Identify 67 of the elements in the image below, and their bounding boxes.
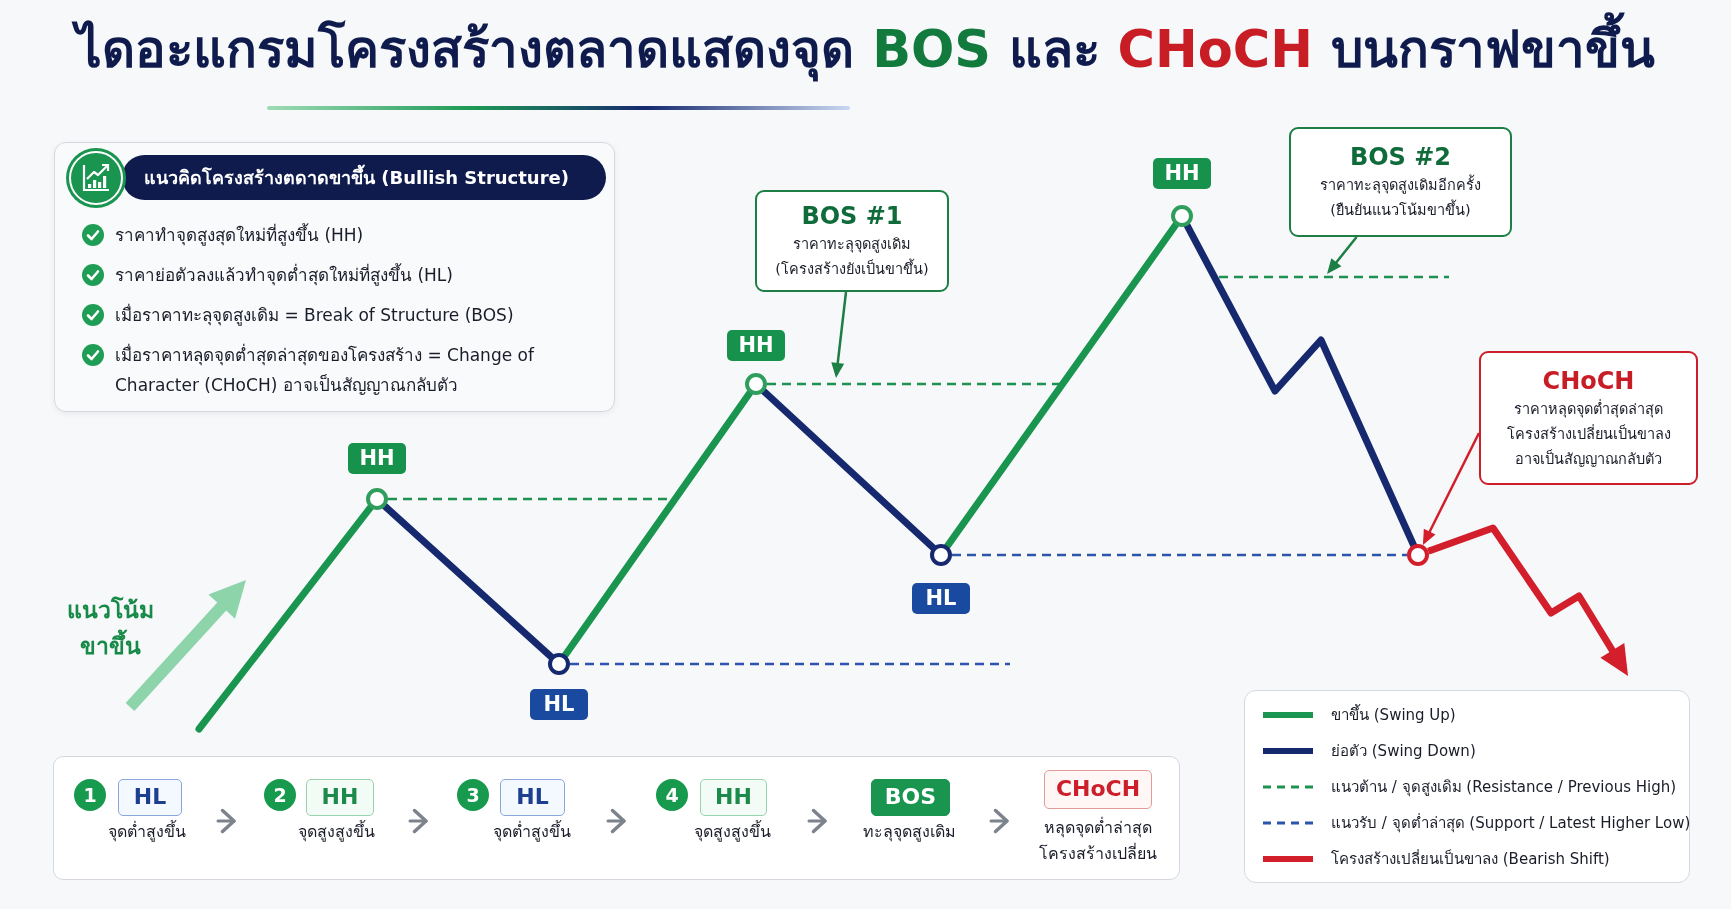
step-badge: BOS: [871, 779, 950, 816]
legend-text: แนวรับ / จุดต่ำล่าสุด (Support / Latest Higher Low): [1331, 812, 1691, 835]
list-item: เมื่อราคาทะลุจุดสูงเดิม = Break of Structure (BOS): [115, 302, 515, 328]
chevron-arrow: [989, 808, 1009, 834]
swing-label: HH: [348, 442, 406, 474]
callout-title: BOS #2: [1349, 142, 1452, 173]
price-line: [1427, 524, 1629, 676]
chevron-arrow: [606, 808, 626, 834]
support-line: [570, 662, 1010, 666]
swing-point: [548, 653, 570, 675]
callout-text: ราคาทะลุจุดสูงเดิม (โครงสร้างยังเป็นขาขึ้น): [774, 235, 930, 279]
leader-arrow: [831, 291, 848, 378]
step-badge: HH: [306, 779, 374, 816]
step-number: 4: [656, 779, 688, 811]
price-line: [943, 221, 1180, 550]
swing-point: [1407, 544, 1429, 566]
legend-text: ย่อตัว (Swing Down): [1331, 741, 1476, 762]
chevron-arrow: [408, 808, 428, 834]
list-item: เมื่อราคาหลุดจุดต่ำสุดล่าสุดของโครงสร้าง = Change of Character (CHoCH) อาจเป็นสัญญาณกลับตัว: [115, 342, 536, 397]
step-caption: จุดต่ำสูงขึ้น: [493, 819, 571, 844]
step-badge: HL: [118, 779, 182, 816]
heading-bar: แนวคิดโครงสร้างตดาดขาขึ้น (Bullish Structure): [122, 155, 606, 200]
step-badge: HL: [500, 779, 565, 816]
chevron-arrow: [807, 808, 827, 834]
title: ไดอะแกรมโครงสร้างตลาดแสดงจุด BOS และ CHoCH บนกราฟขาขึ้น: [0, 14, 1731, 86]
callout-box: [1289, 127, 1512, 237]
swing-point: [745, 373, 767, 395]
step-bar: [53, 756, 1180, 880]
legend-text: แนวต้าน / จุดสูงเดิม (Resistance / Previous High): [1331, 777, 1677, 799]
step-number: 2: [264, 779, 296, 811]
info-panel: [54, 142, 615, 412]
swing-point: [930, 544, 952, 566]
callout-text: ราคาหลุดจุดต่ำสุดล่าสุดโครงสร้างเปลี่ยนเป็นขาลงอาจเป็นสัญญาณกลับตัว: [1505, 398, 1672, 469]
callout-title: CHoCH: [1542, 365, 1635, 397]
swing-point: [366, 488, 388, 510]
price-line: [760, 388, 937, 551]
legend-text: ขาขึ้น (Swing Up): [1331, 703, 1456, 726]
list-item: ราคาย่อตัวลงแล้วทำจุดต่ำสุดใหม่ที่สูงขึ้น (HL): [115, 262, 454, 288]
legend-text: โครงสร้างเปลี่ยนเป็นขาลง (Bearish Shift): [1331, 848, 1610, 870]
chevron-arrow: [216, 808, 236, 834]
swing-point: [1171, 205, 1193, 227]
resistance-line: [767, 382, 1062, 386]
callout-box: [755, 190, 949, 292]
step-badge: CHoCH: [1044, 770, 1152, 809]
step-badge: HH: [700, 779, 767, 816]
support-line: [952, 553, 1407, 557]
swing-label: HL: [530, 688, 588, 720]
callout-title: BOS #1: [801, 201, 903, 232]
trend-label: แนวโน้มขาขึ้น: [65, 595, 155, 661]
step-caption: หลุดจุดต่ำล่าสุดโครงสร้างเปลี่ยน: [1038, 816, 1158, 865]
leader-arrow: [1327, 236, 1358, 274]
price-line: [195, 504, 374, 733]
swing-label: HH: [1153, 157, 1211, 189]
list-item: ราคาทำจุดสูงสุดใหม่ที่สูงขึ้น (HH): [115, 222, 365, 248]
step-number: 3: [457, 779, 489, 811]
step-number: 1: [74, 779, 106, 811]
price-line: [561, 389, 754, 659]
price-line: [381, 502, 555, 661]
step-caption: จุดสูงสูงขึ้น: [297, 819, 375, 844]
callout-text: ราคาทะลุจุดสูงเดิมอีกครั้ง (ยืนยันแนวโน้มขาขึ้น): [1297, 173, 1504, 223]
step-caption: ทะลุจุดสูงเดิม: [862, 821, 956, 844]
step-caption: จุดสูงสูงขึ้น: [693, 819, 771, 844]
step-caption: จุดต่ำสูงขึ้น: [108, 819, 186, 844]
callout-box: [1479, 351, 1698, 485]
price-line: [1183, 222, 1417, 549]
swing-label: HL: [912, 582, 970, 614]
swing-label: HH: [727, 329, 785, 361]
